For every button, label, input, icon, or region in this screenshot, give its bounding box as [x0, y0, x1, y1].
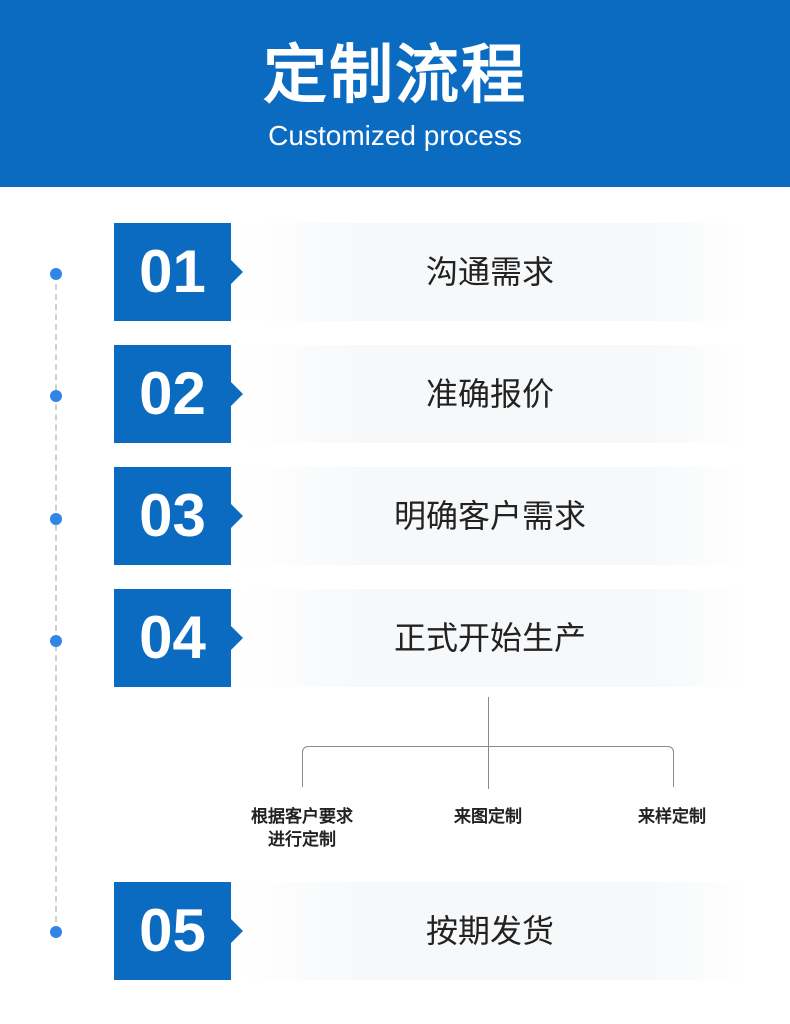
page-title: 定制流程 — [263, 39, 527, 113]
step-label: 明确客户需求 — [393, 497, 586, 535]
arrow-right-icon — [231, 626, 243, 650]
branch-option-line: 来样定制 — [638, 807, 706, 827]
arrow-right-icon — [231, 260, 243, 284]
step-number-box: 02 — [114, 345, 243, 443]
branch-option-line: 进行定制 — [268, 830, 336, 850]
step-number-box: 03 — [114, 467, 243, 565]
step-row-background — [240, 882, 750, 980]
timeline-dot — [50, 513, 62, 525]
step-number-box: 04 — [114, 589, 243, 687]
step-number: 02 — [139, 360, 206, 427]
step-row-background — [240, 467, 750, 565]
timeline-dot — [50, 926, 62, 938]
branch-option-sample: 来样定制 — [612, 806, 732, 829]
branch-connector-trunk — [488, 697, 489, 789]
arrow-right-icon — [231, 919, 243, 943]
timeline-dot — [50, 268, 62, 280]
step-row-background — [240, 345, 750, 443]
branch-option-drawing: 来图定制 — [428, 806, 548, 829]
step-number: 04 — [139, 604, 206, 671]
timeline-dashed-line — [55, 274, 57, 932]
header-banner: 定制流程 Customized process — [0, 0, 790, 187]
step-label: 按期发货 — [425, 912, 554, 950]
branch-connector-bracket — [302, 746, 674, 787]
branch-option-line: 根据客户要求 — [251, 807, 353, 827]
step-number-box: 01 — [114, 223, 243, 321]
step-number: 01 — [139, 238, 206, 305]
branch-option-custom: 根据客户要求 进行定制 — [228, 806, 376, 852]
page-subtitle: Customized process — [268, 120, 522, 151]
timeline-dot — [50, 390, 62, 402]
step-row-background — [240, 589, 750, 687]
timeline-dot — [50, 635, 62, 647]
step-label: 沟通需求 — [425, 253, 554, 291]
step-label: 准确报价 — [425, 375, 554, 413]
step-row-background — [240, 223, 750, 321]
step-number: 03 — [139, 482, 206, 549]
step-label: 正式开始生产 — [393, 619, 586, 657]
arrow-right-icon — [231, 382, 243, 406]
arrow-right-icon — [231, 504, 243, 528]
step-number: 05 — [139, 897, 206, 964]
branch-option-line: 来图定制 — [454, 807, 522, 827]
step-number-box: 05 — [114, 882, 243, 980]
